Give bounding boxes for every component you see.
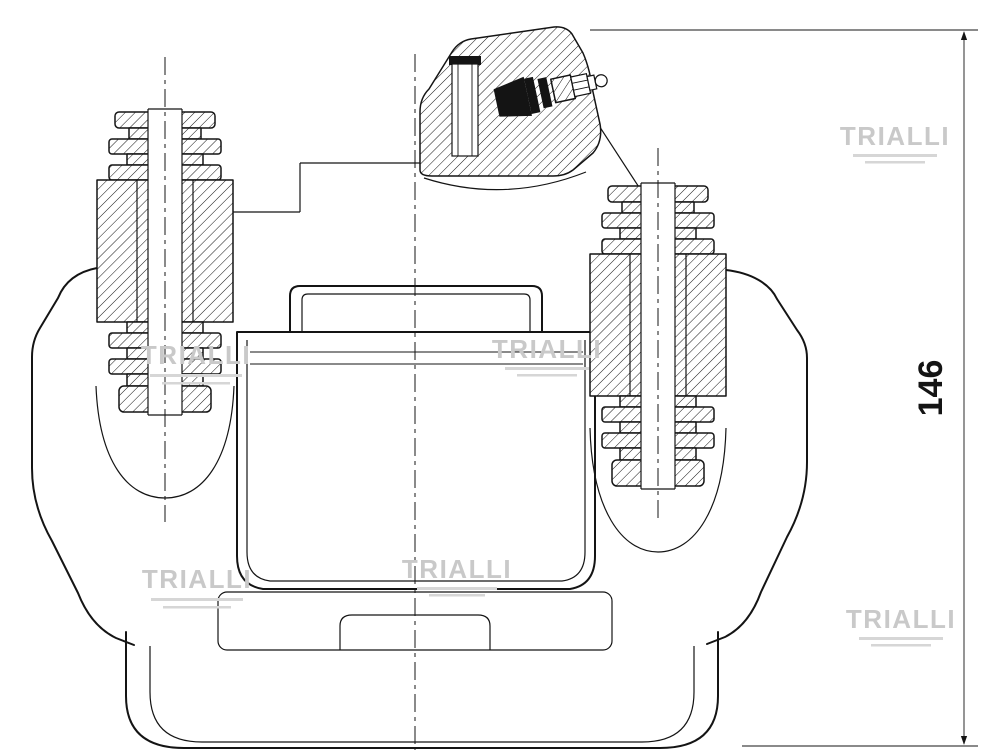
bottom-bridge-outer [125,631,719,749]
watermark-text: TRIALLI [402,554,512,584]
piston-pocket-outline [236,331,596,590]
watermark-tagline [162,382,230,385]
bleed-screw-nipple [594,74,608,88]
watermark: TRIALLI [141,340,251,385]
bleed-screw-ring-2 [537,77,553,109]
dimension-label: 146 [912,360,950,417]
watermark-tagline [853,154,937,157]
piston-pocket-inner [246,340,586,582]
watermark-tagline [871,644,931,647]
watermark-text: TRIALLI [492,334,602,364]
watermark-text: TRIALLI [840,121,950,151]
upper-bracket-left [233,162,420,213]
centerlines [164,54,659,750]
body-outline-right [706,269,808,645]
watermark-text: TRIALLI [142,564,252,594]
bleed-screw-ring-1 [524,76,541,114]
watermark: TRIALLI [846,604,956,647]
watermark: TRIALLI [840,121,950,164]
piston-cap-inner [301,293,531,332]
body-outline-left [31,267,135,646]
watermark-tagline [429,594,485,597]
watermark-tagline [163,606,231,609]
bottom-bridge-inner [149,646,695,743]
watermark-text: TRIALLI [846,604,956,634]
right-bushing-boss-arc [589,427,727,553]
watermarks: TRIALLI TRIALLI TRIALLI TRIALLI TRIALLI … [141,121,956,647]
bleed-port-bore-walls [457,64,473,156]
bleed-block [419,26,608,177]
bleed-port-bore [451,63,479,157]
watermark: TRIALLI [492,334,602,377]
watermark: TRIALLI [402,554,512,597]
piston-cap-outline [289,285,543,333]
watermark-tagline [859,637,943,640]
bleed-screw-hex-lines [571,79,590,91]
watermark-tagline [417,587,497,590]
watermark-tagline [151,598,243,601]
bleed-port-cap [449,56,481,65]
caliper-body [31,117,808,749]
watermark-tagline [505,367,589,370]
bleed-screw-seat [493,76,532,117]
watermark-text: TRIALLI [141,340,251,370]
watermark: TRIALLI [142,564,252,609]
bore-top-arc [423,171,587,191]
watermark-tagline [150,374,242,377]
watermark-tagline [865,161,925,164]
watermark-tagline [517,374,577,377]
dimension-146: 146 [590,29,978,747]
dust-boot-lines [250,351,583,365]
bleed-screw [493,72,608,117]
